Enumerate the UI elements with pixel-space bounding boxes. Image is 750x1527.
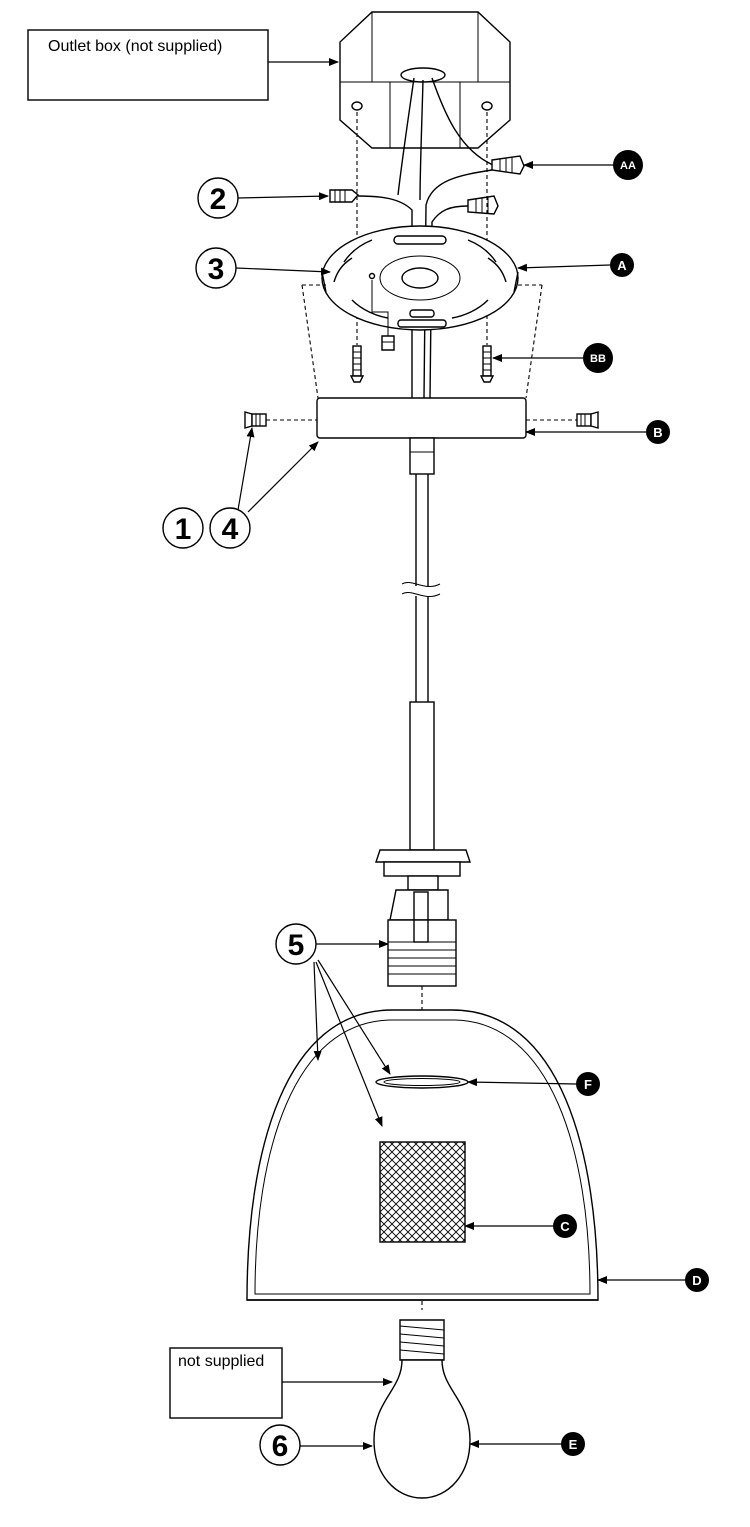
wire-connector-mid-right bbox=[467, 195, 499, 215]
not-supplied-label-text: not supplied bbox=[178, 1353, 264, 1370]
step-1-4-pointer-canopy bbox=[247, 441, 319, 513]
step-4-marker: 4 bbox=[209, 507, 251, 549]
stem-rod bbox=[375, 701, 471, 877]
part-b-marker: B bbox=[646, 420, 670, 444]
part-a-pointer bbox=[517, 263, 611, 272]
mounting-screw-left bbox=[349, 345, 365, 383]
svg-text:BB: BB bbox=[590, 353, 606, 365]
part-d-marker: D bbox=[685, 1268, 709, 1292]
canopy-screw-left bbox=[244, 411, 267, 429]
canopy bbox=[316, 397, 527, 475]
svg-text:1: 1 bbox=[175, 513, 192, 546]
svg-text:4: 4 bbox=[222, 513, 239, 546]
canopy-screw-right bbox=[576, 411, 599, 429]
step-3-marker: 3 bbox=[195, 247, 237, 289]
svg-text:A: A bbox=[617, 258, 627, 273]
step-1-marker: 1 bbox=[162, 507, 204, 549]
step-6-marker: 6 bbox=[259, 1424, 301, 1466]
supply-wires bbox=[329, 77, 494, 201]
part-f-pointer bbox=[467, 1078, 577, 1087]
mounting-bracket bbox=[321, 225, 519, 351]
outlet-box bbox=[339, 11, 511, 149]
mounting-screw-right bbox=[479, 345, 495, 383]
svg-text:B: B bbox=[653, 425, 662, 440]
light-bulb bbox=[373, 1319, 471, 1499]
step-5-marker: 5 bbox=[275, 923, 317, 965]
wire-connector-left bbox=[329, 189, 359, 203]
svg-text:AA: AA bbox=[620, 160, 636, 172]
part-a-marker: A bbox=[610, 253, 634, 277]
not-supplied-label: not supplied bbox=[169, 1347, 283, 1419]
canopy-guide-right bbox=[525, 284, 543, 399]
outlet-box-label: Outlet box (not supplied) bbox=[27, 29, 269, 101]
svg-text:6: 6 bbox=[272, 1430, 289, 1463]
svg-text:C: C bbox=[560, 1219, 570, 1234]
part-aa-marker: AA bbox=[613, 150, 643, 180]
step-2-pointer bbox=[237, 192, 329, 201]
fixture-wire-right bbox=[429, 205, 469, 399]
mesh-diffuser bbox=[379, 1141, 466, 1243]
fixture-wire-center bbox=[423, 169, 493, 399]
outlet-box-label-text: Outlet box (not supplied) bbox=[48, 38, 222, 55]
step-5-pointer-shade bbox=[313, 961, 322, 1061]
wire-connector-top-right bbox=[491, 155, 525, 175]
part-f-marker: F bbox=[576, 1072, 600, 1096]
step-5-pointer-diffuser bbox=[315, 961, 383, 1127]
canopy-guide-left bbox=[301, 284, 319, 399]
step-2-marker: 2 bbox=[197, 177, 239, 219]
suspension-cord bbox=[401, 474, 441, 702]
svg-text:2: 2 bbox=[210, 183, 227, 216]
fixture-wire-left bbox=[357, 195, 413, 398]
step-1-4-pointer-screw bbox=[237, 427, 255, 511]
part-bb-marker: BB bbox=[583, 343, 613, 373]
part-c-marker: C bbox=[553, 1214, 577, 1238]
svg-text:E: E bbox=[569, 1437, 578, 1452]
svg-text:3: 3 bbox=[208, 253, 225, 286]
svg-text:D: D bbox=[692, 1273, 701, 1288]
lamp-socket bbox=[387, 875, 457, 987]
part-e-marker: E bbox=[561, 1432, 585, 1456]
step-5-pointer-ring bbox=[317, 959, 391, 1075]
svg-text:5: 5 bbox=[288, 929, 305, 962]
svg-text:F: F bbox=[584, 1077, 592, 1092]
step-3-pointer bbox=[235, 267, 331, 276]
